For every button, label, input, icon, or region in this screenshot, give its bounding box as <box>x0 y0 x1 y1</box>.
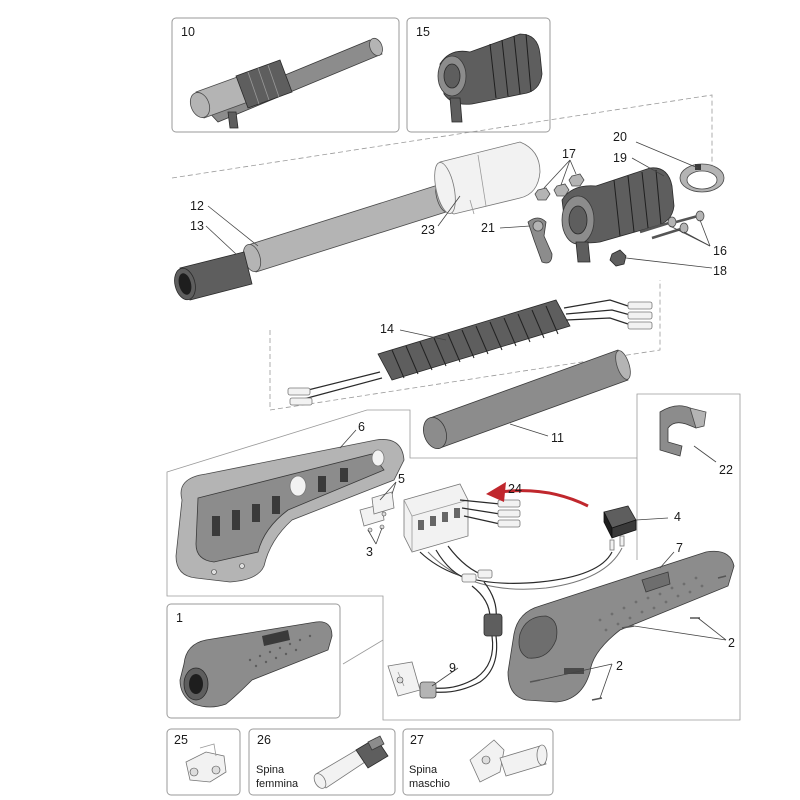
part-5-and-3-contact-clips <box>359 491 395 533</box>
part-21-trigger-lever <box>527 217 553 264</box>
part-7-handle-shell <box>507 550 735 703</box>
panel-part-15: 15 <box>406 17 551 133</box>
part-23-split-sleeve <box>434 141 541 215</box>
callout-16: 16 <box>713 244 727 258</box>
callout-5: 5 <box>398 472 405 486</box>
callout-numbers: 20 19 17 12 13 23 21 16 18 14 11 6 5 24 … <box>190 130 735 675</box>
callout-18: 18 <box>713 264 727 278</box>
callout-20: 20 <box>613 130 627 144</box>
part-22-bracket <box>659 405 707 457</box>
callout-1: 1 <box>176 611 183 625</box>
callout-13: 13 <box>190 219 204 233</box>
callout-6: 6 <box>358 420 365 434</box>
part-14-coiled-cable <box>287 299 653 406</box>
part-6-handle-housing <box>175 439 405 583</box>
red-indicator-arrow <box>486 482 589 508</box>
callout-9: 9 <box>449 661 456 675</box>
callout-2-lower: 2 <box>616 659 623 673</box>
callout-19: 19 <box>613 151 627 165</box>
part-9-power-cable <box>387 613 503 699</box>
part-20-clamp-ring <box>679 163 725 193</box>
exploded-envelope-upper <box>171 94 713 411</box>
panel-part-27: 27 Spina maschio <box>402 728 554 796</box>
callout-21: 21 <box>481 221 495 235</box>
panel-part-1: 1 <box>166 603 341 719</box>
part-2-screws <box>529 575 727 701</box>
caption-spina-maschio-line2: maschio <box>409 778 450 790</box>
callout-11: 11 <box>551 431 564 445</box>
callout-3: 3 <box>366 545 373 559</box>
callout-24: 24 <box>508 482 522 496</box>
callout-26: 26 <box>257 733 271 747</box>
panel-part-10: 10 <box>171 17 400 133</box>
part-24-terminal-block <box>403 483 521 553</box>
callout-15: 15 <box>416 25 430 39</box>
callout-12: 12 <box>190 199 204 213</box>
callout-17: 17 <box>562 147 576 161</box>
callout-4: 4 <box>674 510 681 524</box>
callout-23: 23 <box>421 223 435 237</box>
part-4-rocker-switch <box>603 505 637 551</box>
part-19-grip-housing <box>561 167 675 263</box>
callout-14: 14 <box>380 322 394 336</box>
panel-part-26: 26 Spina femmina <box>248 728 396 796</box>
caption-spina-femmina-line1: Spina <box>256 764 285 776</box>
panel-part-25: 25 <box>166 728 241 796</box>
part-17-nuts <box>534 173 585 201</box>
callout-2-right: 2 <box>728 636 735 650</box>
callout-22: 22 <box>719 463 733 477</box>
caption-spina-femmina-line2: femmina <box>256 778 299 790</box>
leader-lines <box>205 141 727 699</box>
callout-27: 27 <box>410 733 424 747</box>
lower-assembly-frames <box>166 393 741 721</box>
callout-7: 7 <box>676 541 683 555</box>
caption-spina-maschio-line1: Spina <box>409 764 438 776</box>
part-18-nut <box>609 249 627 267</box>
callout-25: 25 <box>174 733 188 747</box>
internal-wiring <box>419 545 623 619</box>
part-12-long-tube <box>242 184 449 273</box>
part-13-end-bushing <box>174 251 253 301</box>
callout-10: 10 <box>181 25 195 39</box>
part-11-rod <box>423 349 631 449</box>
